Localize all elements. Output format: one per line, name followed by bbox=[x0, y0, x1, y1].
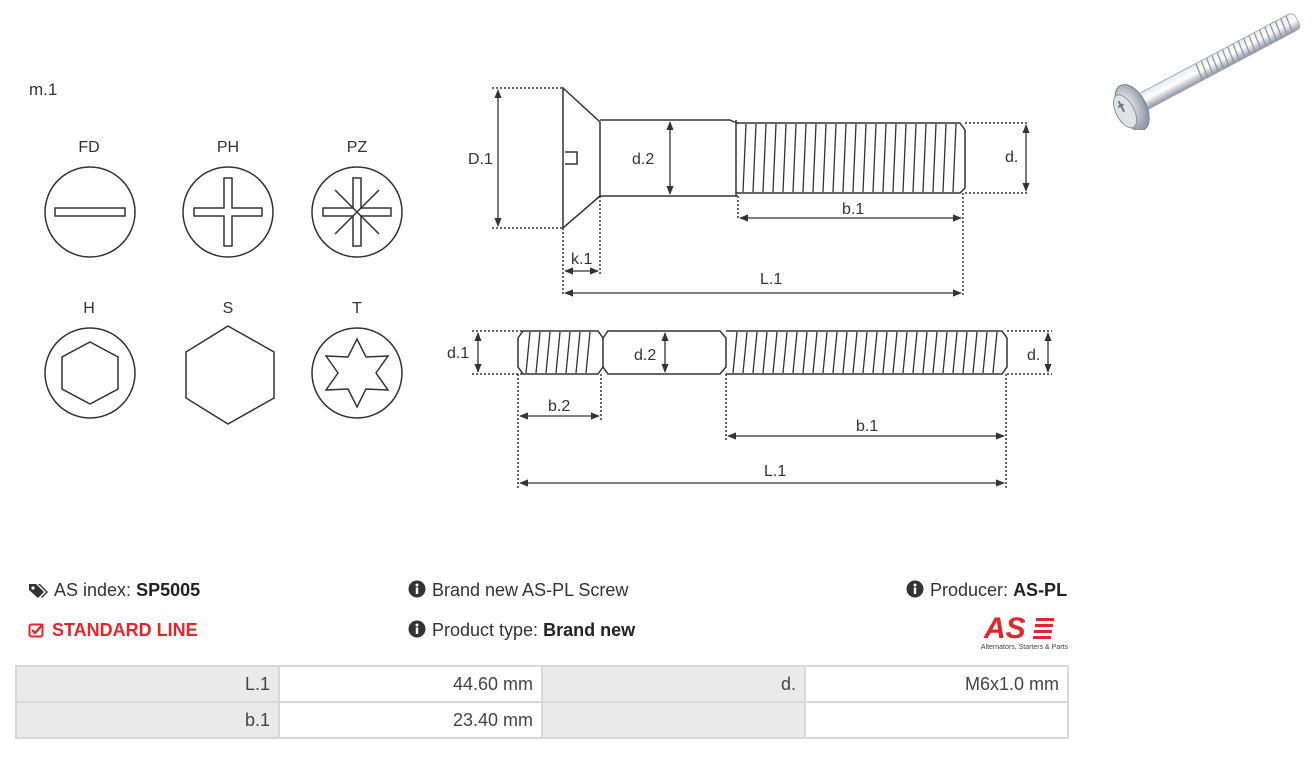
dim-label-L1: L.1 bbox=[760, 271, 782, 288]
spec-label bbox=[541, 701, 806, 739]
description: Brand new AS-PL Screw bbox=[408, 580, 628, 601]
specs-table: L.1 44.60 mm d. M6x1.0 mm b.1 23.40 mm bbox=[15, 665, 1069, 739]
spec-value bbox=[804, 701, 1069, 739]
as-logo-mark: AS bbox=[983, 612, 1054, 645]
product-type-value: Brand new bbox=[543, 620, 636, 640]
spec-label: d. bbox=[541, 665, 806, 703]
hex-socket-icon bbox=[44, 327, 136, 419]
torx-drive-icon bbox=[311, 327, 403, 419]
dim-label-stud-d: d. bbox=[1027, 347, 1040, 364]
spec-label: L.1 bbox=[15, 665, 280, 703]
standard-line: STANDARD LINE bbox=[28, 620, 198, 641]
standard-line-label: STANDARD LINE bbox=[52, 620, 198, 640]
spec-value: 44.60 mm bbox=[278, 665, 543, 703]
producer: Producer: AS-PL bbox=[906, 580, 1067, 601]
dim-label-d2: d.2 bbox=[632, 151, 654, 168]
table-row: L.1 44.60 mm d. M6x1.0 mm bbox=[15, 665, 1069, 703]
dim-label-stud-L1: L.1 bbox=[764, 463, 786, 480]
producer-label: Producer: bbox=[930, 580, 1009, 600]
dim-label-b1: b.1 bbox=[842, 201, 864, 218]
product-type-label: Product type: bbox=[432, 620, 539, 640]
dim-label-d: d. bbox=[1005, 149, 1018, 166]
dim-label-stud-b2: b.2 bbox=[548, 398, 570, 415]
dim-label-k1: k.1 bbox=[571, 251, 592, 268]
head-types-drawing bbox=[44, 166, 403, 425]
check-square-icon bbox=[28, 623, 44, 638]
as-pl-logo: AS Alternators, Starters & Parts bbox=[962, 609, 1068, 651]
spec-label: b.1 bbox=[15, 701, 280, 739]
spec-value: M6x1.0 mm bbox=[804, 665, 1069, 703]
flat-drive-icon bbox=[44, 166, 136, 258]
spec-value: 23.40 mm bbox=[278, 701, 543, 739]
head-label-s: S bbox=[222, 300, 234, 317]
product-photo[interactable] bbox=[1085, 0, 1316, 130]
info-icon bbox=[906, 580, 924, 598]
material-label: m.1 bbox=[29, 80, 58, 99]
producer-value: AS-PL bbox=[1013, 580, 1068, 600]
description-text: Brand new AS-PL Screw bbox=[432, 580, 629, 600]
head-label-t: T bbox=[352, 300, 362, 317]
as-index-label: AS index: bbox=[54, 580, 132, 600]
table-row: b.1 23.40 mm bbox=[15, 701, 1069, 739]
head-label-h: H bbox=[83, 300, 95, 317]
hex-head-icon bbox=[185, 325, 275, 425]
product-type: Product type: Brand new bbox=[408, 620, 635, 641]
screw-technical-drawing: D.1 d.2 d. b.1 k.1 L.1 bbox=[447, 86, 1052, 488]
as-index: AS index: SP5005 bbox=[28, 580, 200, 601]
dim-label-stud-d2: d.2 bbox=[634, 347, 656, 364]
logo-text: AS bbox=[983, 612, 1026, 641]
head-label-pz: PZ bbox=[346, 139, 368, 156]
tags-icon bbox=[29, 584, 48, 598]
dim-label-D1: D.1 bbox=[468, 151, 493, 168]
info-icon bbox=[408, 620, 426, 638]
info-icon bbox=[408, 580, 426, 598]
dim-label-stud-b1: b.1 bbox=[856, 418, 878, 435]
as-index-value: SP5005 bbox=[136, 580, 201, 600]
phillips-drive-icon bbox=[182, 166, 274, 258]
logo-tagline: Alternators, Starters & Parts bbox=[980, 644, 1068, 651]
head-label-fd: FD bbox=[78, 139, 100, 156]
dim-label-stud-d1: d.1 bbox=[447, 345, 469, 362]
pozidriv-drive-icon bbox=[311, 166, 403, 258]
head-label-ph: PH bbox=[216, 139, 240, 156]
